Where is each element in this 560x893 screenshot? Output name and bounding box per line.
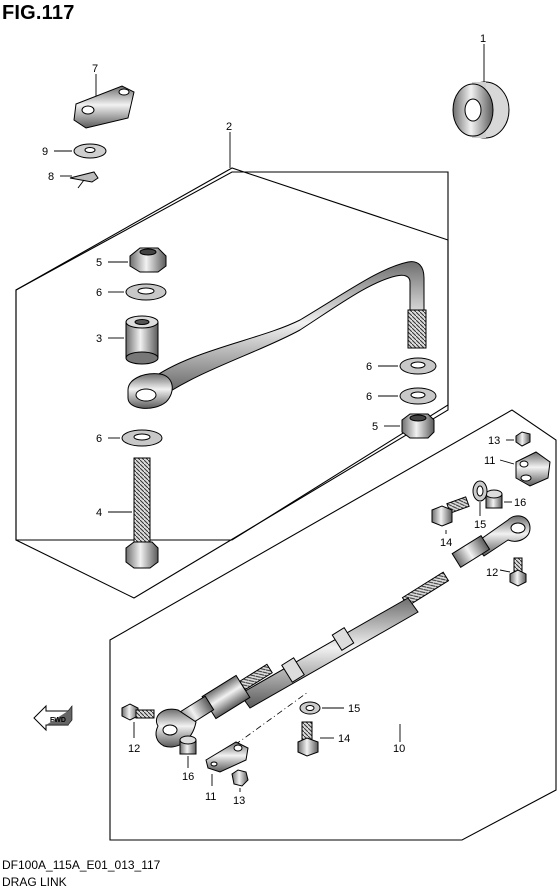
callout-3: 3 xyxy=(96,333,102,345)
washer-part-6-d xyxy=(121,429,163,447)
callout-7: 7 xyxy=(92,63,98,75)
kit-2-box xyxy=(15,167,449,599)
callout-15a: 15 xyxy=(474,519,486,531)
callout-13a: 13 xyxy=(488,435,500,447)
bolt-part-12-lower xyxy=(121,703,155,721)
callout-1: 1 xyxy=(480,33,486,45)
washer-part-15-upper xyxy=(472,480,488,502)
fwd-arrow-icon: FWD xyxy=(33,704,73,732)
bushing-part-16-lower xyxy=(179,735,197,755)
figure-code: DF100A_115A_E01_013_117 xyxy=(2,858,161,872)
callout-16a: 16 xyxy=(514,497,526,509)
cotter-pin-part-8 xyxy=(69,171,99,189)
cable-assembly-part-10 xyxy=(155,515,531,748)
callout-11a: 11 xyxy=(484,455,495,467)
bushing-part-16-upper xyxy=(485,489,503,509)
figure-title: FIG.117 xyxy=(2,2,75,24)
callout-12b: 12 xyxy=(128,743,140,755)
callout-6c: 6 xyxy=(366,391,372,403)
bolt-part-14-lower xyxy=(297,721,319,757)
callout-12a: 12 xyxy=(486,567,498,579)
callout-16b: 16 xyxy=(182,771,194,783)
callout-15b: 15 xyxy=(348,703,360,715)
bolt-part-4 xyxy=(125,457,159,569)
bush-part-3 xyxy=(125,315,159,365)
nut-part-13-lower xyxy=(231,769,249,787)
washer-part-6-c xyxy=(399,387,437,405)
callout-11b: 11 xyxy=(205,791,216,803)
leader-12a xyxy=(499,569,511,573)
callout-2: 2 xyxy=(226,121,232,133)
leader-11a xyxy=(499,459,515,465)
callout-14b: 14 xyxy=(338,733,350,745)
washer-part-6-b xyxy=(399,357,437,375)
bracket-part-11-lower xyxy=(205,741,249,773)
callout-6b: 6 xyxy=(366,361,372,373)
callout-5a: 5 xyxy=(96,257,102,269)
alignment-line xyxy=(213,691,309,761)
callout-13b: 13 xyxy=(233,795,245,807)
callout-6d: 6 xyxy=(96,433,102,445)
washer-part-9 xyxy=(73,143,107,159)
figure-name: DRAG LINK xyxy=(2,875,67,889)
bracket-part-11-upper xyxy=(515,451,551,487)
bushing-part-1 xyxy=(452,81,510,139)
drag-link-rod-part-2 xyxy=(127,261,427,409)
nut-part-5-lower xyxy=(401,413,435,439)
callout-10: 10 xyxy=(393,743,405,755)
callout-8: 8 xyxy=(48,171,54,183)
nut-part-13-upper xyxy=(515,431,531,447)
bolt-part-14-upper xyxy=(431,496,470,527)
callout-4: 4 xyxy=(96,507,102,519)
washer-part-6-a xyxy=(125,283,167,301)
callout-6a: 6 xyxy=(96,287,102,299)
bolt-part-12-upper xyxy=(509,557,527,587)
lever-part-7 xyxy=(73,85,135,129)
callout-5b: 5 xyxy=(372,421,378,433)
assembly-10-outline xyxy=(109,409,557,841)
callout-9: 9 xyxy=(42,146,48,158)
fwd-label: FWD xyxy=(50,717,66,724)
nut-part-5-upper xyxy=(129,247,167,273)
callout-14a: 14 xyxy=(440,537,452,549)
washer-part-15-lower xyxy=(299,701,321,715)
